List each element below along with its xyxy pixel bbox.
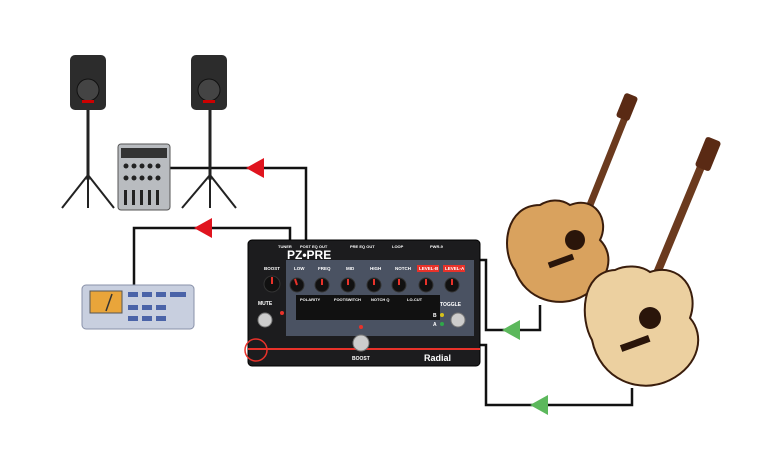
- knobs: [263, 275, 460, 293]
- mute-label: MUTE: [258, 301, 273, 307]
- toggle-channel-a: A: [433, 322, 437, 328]
- knob-label-level-b: LEVEL-B: [419, 266, 439, 271]
- knob-label-level-a: LEVEL-A: [445, 266, 465, 271]
- green-arrow-from-guitar2: [530, 395, 548, 415]
- toggle-label: TOGGLE: [440, 302, 462, 308]
- switch-notch-q[interactable]: NOTCH Q: [371, 297, 389, 302]
- switch-lo-cut[interactable]: LO-CUT: [407, 297, 423, 302]
- knob-label-high: HIGH: [370, 266, 381, 271]
- jack-tuner: TUNER: [278, 244, 292, 249]
- pedal-model: PZ•PRE: [287, 248, 331, 262]
- knob-label-mid: MID: [346, 266, 355, 271]
- switch-polarity[interactable]: POLARITY: [300, 297, 321, 302]
- jack-loop: LOOP: [392, 244, 404, 249]
- jack-post-eq-out: POST EQ OUT: [300, 244, 328, 249]
- toggle-footswitch[interactable]: [450, 312, 466, 328]
- acoustic-guitar-12-string: [583, 137, 721, 387]
- mixer: [117, 143, 171, 211]
- cable-post-eq-to-mixer: [170, 166, 308, 242]
- speaker-left: [61, 55, 115, 209]
- mute-footswitch[interactable]: [257, 312, 273, 328]
- red-arrow-to-tuner: [194, 218, 212, 238]
- cables: [132, 166, 634, 407]
- toggle-channel-b: B: [433, 313, 437, 319]
- boost-label: BOOST: [352, 356, 370, 362]
- knob-label-boost: BOOST: [264, 266, 280, 271]
- boost-led: [359, 325, 363, 329]
- cable-guitar1-to-input-a: [478, 258, 542, 332]
- acoustic-guitar-6-string: [506, 93, 638, 303]
- boost-footswitch[interactable]: [352, 334, 370, 352]
- switch-footswitch[interactable]: FOOTSWITCH: [334, 297, 361, 302]
- mute-led: [280, 311, 284, 315]
- jack-pre-eq-out: PRE EQ OUT: [350, 244, 375, 249]
- cable-guitar2-to-input-b: [478, 343, 634, 407]
- speaker-right: [181, 55, 237, 209]
- brand-logo: Radial: [424, 353, 451, 363]
- led-a: [440, 322, 444, 326]
- tuner: [81, 284, 195, 330]
- red-arrow-to-mixer: [246, 158, 264, 178]
- dip-switches: POLARITY FOOTSWITCH NOTCH Q LO-CUT: [296, 295, 440, 320]
- green-arrow-from-guitar1: [502, 320, 520, 340]
- knob-label-freq: FREQ: [318, 266, 331, 271]
- led-b: [440, 313, 444, 317]
- pz-pre-pedal: PZ•PRE Radial TUNER POST EQ OUT PRE EQ O…: [244, 239, 481, 367]
- knob-label-low: LOW: [294, 266, 305, 271]
- jack-power: PWR-9: [430, 244, 444, 249]
- radial-logo-mark: [244, 338, 268, 362]
- knob-label-notch: NOTCH: [395, 266, 411, 271]
- knob-labels: BOOST LOW FREQ MID HIGH NOTCH LEVEL-B LE…: [264, 265, 465, 272]
